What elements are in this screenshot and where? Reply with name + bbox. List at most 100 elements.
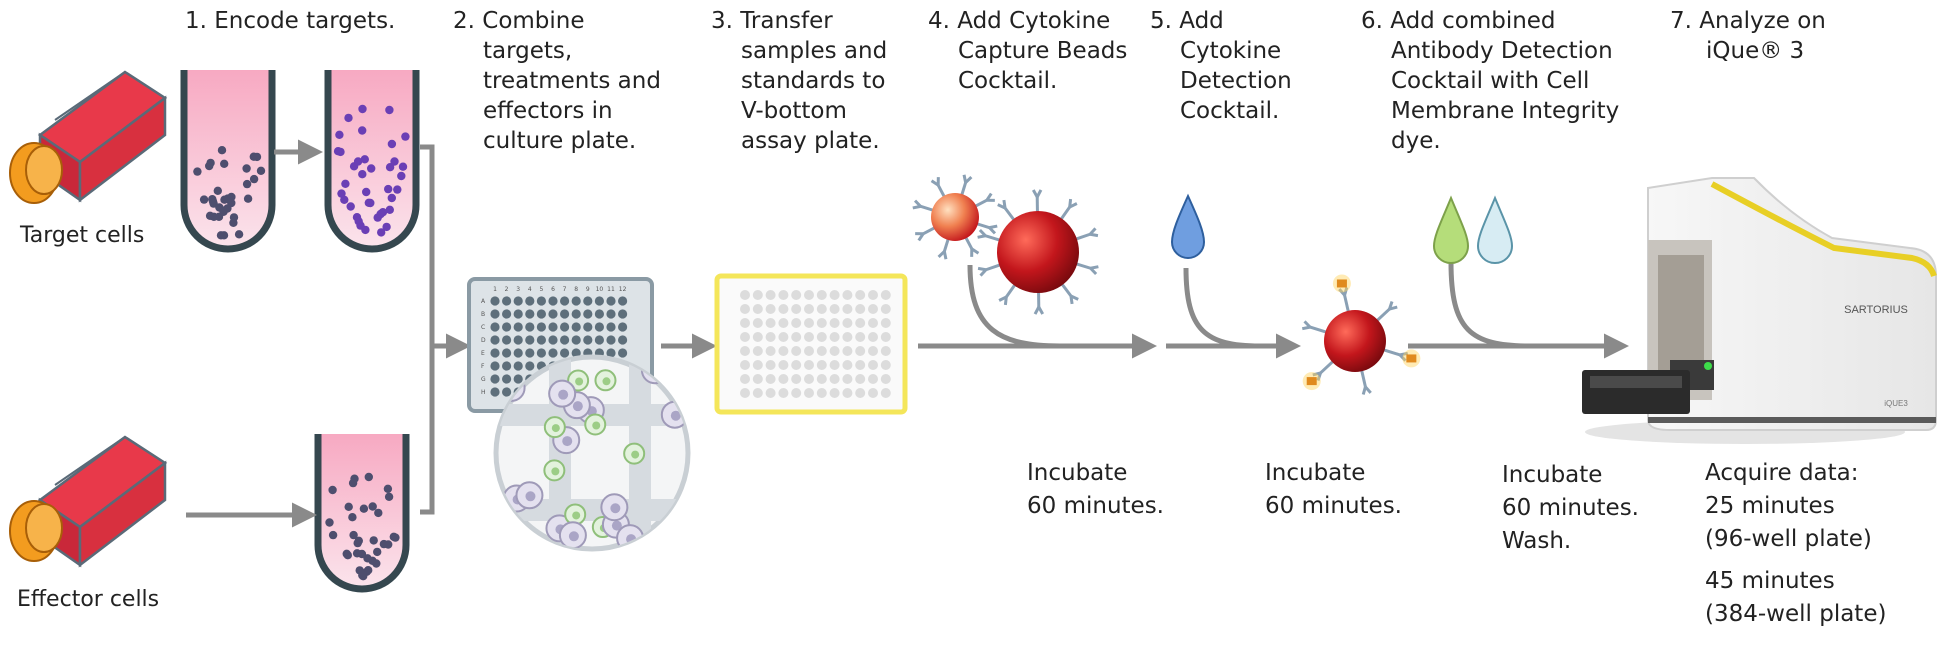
cell-dot [348,513,357,522]
plate-well [513,322,523,332]
cell-nucleus [610,503,621,514]
cell-dot [242,179,252,189]
cell-nucleus [562,436,573,447]
plate-well [490,296,500,306]
plate-well [618,296,628,306]
workflow-arrows [186,139,1629,528]
cell-dot [393,185,402,194]
assay-well [855,318,866,328]
assay-well [804,346,814,356]
cell-dot [383,484,393,493]
cell-dot [353,157,363,166]
cell-dot [349,530,358,540]
incubate-3-label: Incubate 60 minutes. Wash. [1502,462,1639,554]
plate-well [606,296,616,306]
cell-dot [377,228,386,237]
cell-nucleus [551,424,560,433]
instrument-brand: SARTORIUS [1844,304,1908,316]
assay-well [765,332,776,342]
plate-well [583,322,593,332]
effector-cells-label: Effector cells [17,587,160,612]
assay-well [804,360,814,370]
step-1-label: 1. Encode targets. [185,8,396,34]
plate-well [525,335,535,345]
plate-well [618,309,628,319]
cell-dot [364,566,373,575]
assay-well [752,374,763,384]
assay-well [740,304,750,314]
plate-well [606,335,616,345]
cell-dot [387,193,396,203]
plate-well [571,322,581,332]
plate-row-label: H [481,389,486,396]
antibody-arm [1388,300,1394,310]
antibody-stem [975,222,990,230]
antibody-stem [1343,294,1351,314]
assay-well [765,388,776,398]
acquire-data-384-label: 45 minutes (384-well plate) [1705,568,1887,627]
cell-nucleus [572,511,581,520]
assay-well [855,332,866,342]
cell-nucleus [551,467,560,476]
cell-dot [358,104,367,114]
plate-well [548,348,558,358]
antibody-stem [922,225,937,236]
cell-dot [390,157,399,166]
assay-well [816,388,827,398]
cell-dot [217,146,227,155]
cell-dot [360,155,369,164]
assay-well [868,290,878,300]
cell-dot [391,533,400,542]
antibody-arm [977,234,986,239]
capture-beads-icon [912,174,1099,315]
acquire-data-label: Acquire data: 25 minutes (96-well plate) [1705,460,1872,552]
assay-well [855,290,866,300]
assay-well [740,388,750,398]
cell-nucleus [568,531,579,542]
antibody-stem [1375,307,1391,323]
plate-well [560,309,570,319]
antibody-stem [920,204,935,212]
antibody-stem [1003,207,1016,222]
cell-dot [220,159,229,168]
plate-well [502,387,512,397]
plate-col-label: 2 [505,286,509,293]
assay-well [752,388,763,398]
plate-well [606,322,616,332]
cell-nucleus [592,421,601,430]
cell-dot [364,472,373,482]
cell-dot [367,164,376,173]
antibody-arm [1003,296,1008,306]
target-cells-label: Target cells [20,223,145,248]
cell-nucleus [575,377,584,386]
plate-well [548,335,558,345]
cell-dot [401,132,410,141]
plate-row-label: G [481,376,486,383]
plate-well [618,335,628,345]
assay-well [868,360,878,370]
plate-well [618,322,628,332]
incubate-1-label: Incubate 60 minutes. [1027,460,1164,519]
assay-well [778,332,789,342]
antibody-stem [1382,348,1401,357]
plate-well [490,322,500,332]
step-3-label: 3. Transfer samples and standards to V-b… [711,8,888,154]
plate-col-label: 7 [563,286,567,293]
antibody-stem [1309,325,1328,334]
plate-well [525,296,535,306]
cell-dot [242,164,251,173]
cell-dot [344,502,353,511]
assay-well [778,346,789,356]
assay-well [804,318,814,328]
plate-well [594,296,605,306]
plate-well [583,335,593,345]
antibody-arm [912,204,921,210]
assay-well [791,318,802,328]
cell-dot [368,502,377,511]
plate-well [560,296,570,306]
assay-well [816,360,827,370]
antibody-stem [942,237,950,252]
cell-dot [219,207,228,216]
assay-well [816,290,827,300]
cell-dot [368,556,377,565]
